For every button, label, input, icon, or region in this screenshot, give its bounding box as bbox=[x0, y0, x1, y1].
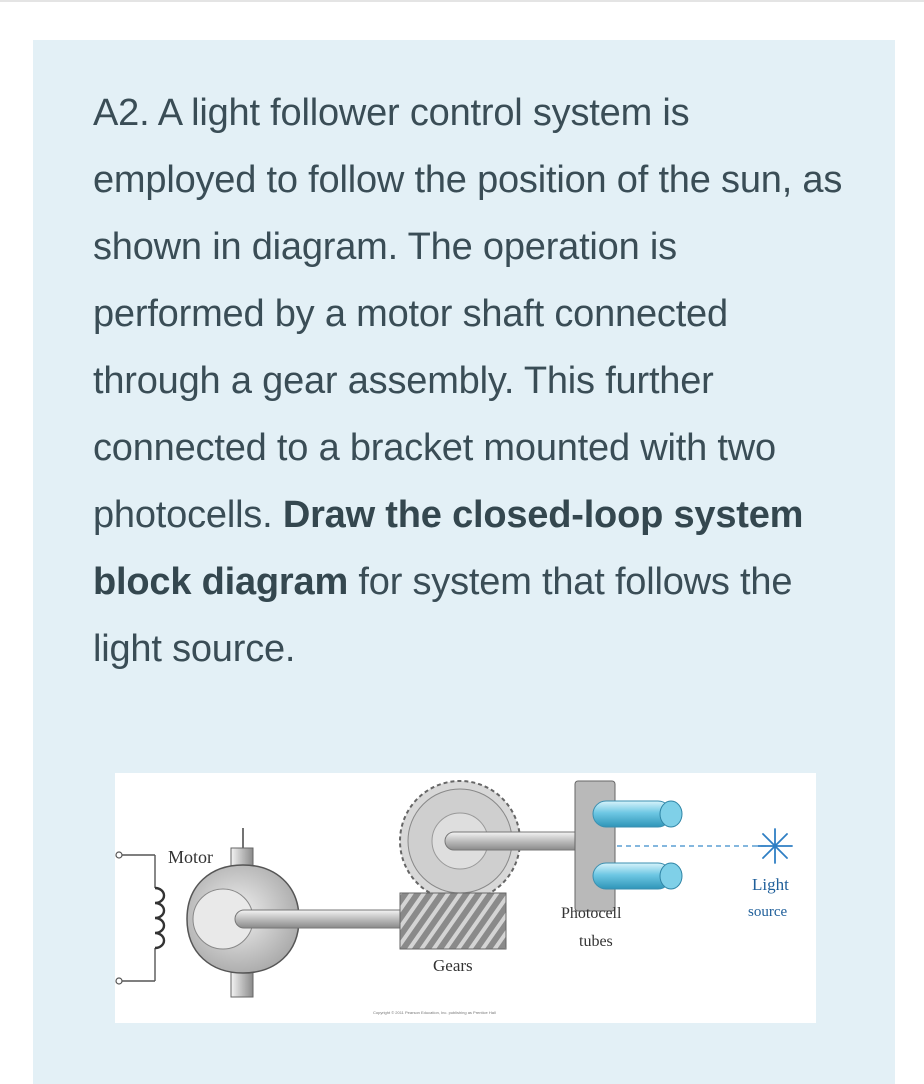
motor-label: Motor bbox=[168, 847, 213, 867]
question-text-bold: Draw the closed-loop system block diagra… bbox=[93, 494, 804, 603]
question-text-end: for system that follows the light source… bbox=[93, 561, 793, 670]
question-text-start: A2. A light follower control system is e… bbox=[93, 92, 843, 536]
photocell-label-line2: tubes bbox=[579, 933, 613, 950]
photocell-label-line1: Photocell bbox=[561, 905, 622, 922]
motor-shaft bbox=[234, 909, 411, 929]
light-label-line2: source bbox=[748, 904, 787, 920]
light-source-icon bbox=[757, 828, 793, 864]
gears-label: Gears bbox=[433, 956, 473, 975]
top-divider bbox=[0, 0, 924, 2]
motor-coil bbox=[115, 851, 166, 985]
copyright-note: Copyright © 2011 Pearson Education, Inc.… bbox=[373, 1010, 496, 1015]
worm-gear bbox=[399, 892, 507, 950]
light-label-line1: Light bbox=[752, 875, 789, 894]
gear-shaft bbox=[444, 831, 591, 851]
question-text: A2. A light follower control system is e… bbox=[93, 80, 853, 683]
light-follower-figure: Motor Gears Photocell tubes Light source… bbox=[115, 773, 816, 1023]
photocell-bracket bbox=[574, 780, 683, 912]
light-follower-diagram: Motor Gears Photocell tubes Light source… bbox=[115, 780, 793, 1015]
